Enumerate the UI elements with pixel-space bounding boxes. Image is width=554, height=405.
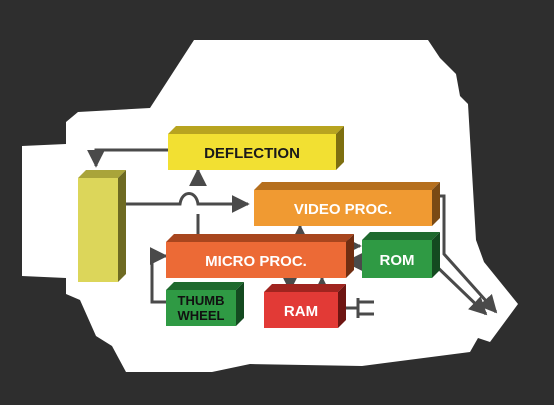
rom-block: ROM <box>362 232 440 278</box>
ram-label: RAM <box>284 303 318 320</box>
wire-tube-to-video <box>126 192 250 213</box>
thumb-wheel-label-line2: WHEEL <box>178 308 225 323</box>
wire-deflection-to-tube <box>87 148 170 168</box>
thumb-wheel-label-line1: THUMB <box>178 293 225 308</box>
deflection-block: DEFLECTION <box>168 126 344 170</box>
micro-proc-label: MICRO PROC. <box>205 253 307 270</box>
video-proc-block: VIDEO PROC. <box>254 182 440 226</box>
thumb-wheel-block: THUMB WHEEL <box>166 282 244 326</box>
ram-block: RAM <box>264 284 346 328</box>
wire-thumbwheel-to-micro <box>149 247 168 304</box>
video-proc-label: VIDEO PROC. <box>294 201 392 218</box>
rom-label: ROM <box>380 252 415 269</box>
ram-connector-plug <box>342 298 374 318</box>
pickup-tube-block <box>78 170 126 282</box>
wire-rom-out <box>430 260 488 316</box>
micro-proc-block: MICRO PROC. <box>166 234 354 278</box>
deflection-label: DEFLECTION <box>204 145 300 162</box>
